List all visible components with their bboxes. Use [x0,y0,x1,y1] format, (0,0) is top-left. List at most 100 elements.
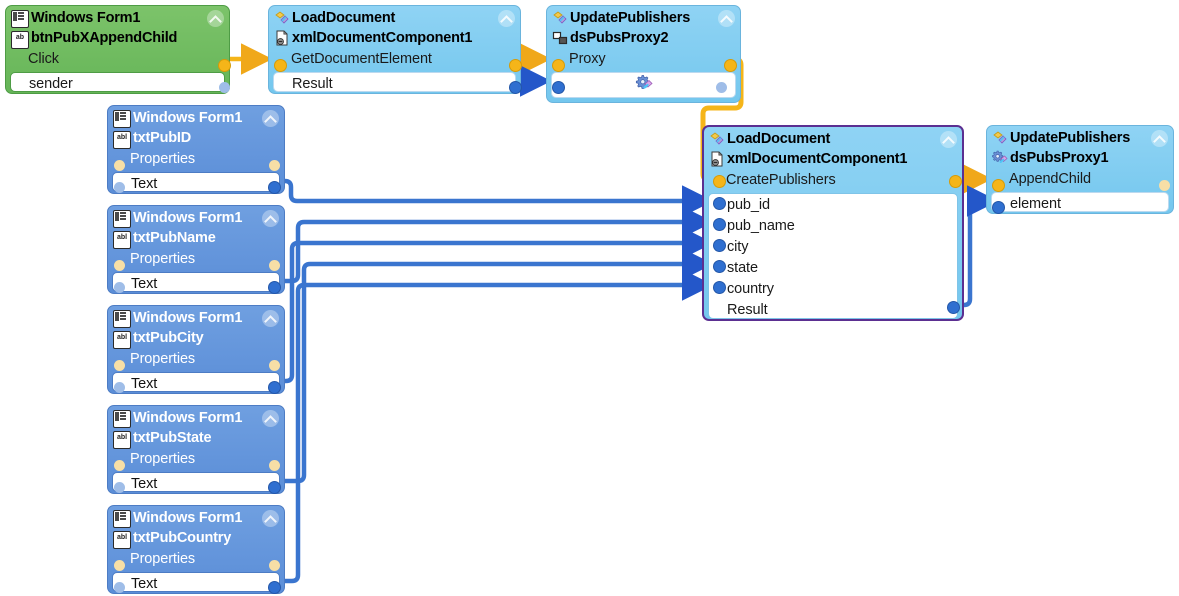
node-txt-pub-state[interactable]: Windows Form1 abl txtPubState Properties… [107,405,285,494]
event-out-port-properties[interactable] [269,360,280,371]
node-event-row[interactable]: Properties [108,448,284,469]
node-event-row[interactable]: CreatePublishers [704,169,962,190]
node-event-label: CreatePublishers [726,171,836,188]
member-row-text[interactable]: Text [113,473,279,493]
member-row-pub-id[interactable]: pub_id [709,194,957,215]
event-out-port-getdocumentelement[interactable] [510,60,521,71]
event-in-port-properties[interactable] [114,360,125,371]
collapse-chevron-icon[interactable] [498,10,515,27]
data-out-port-result[interactable] [510,82,521,93]
event-in-port-properties[interactable] [114,560,125,571]
member-row-text[interactable]: Text [113,573,279,593]
data-out-port-text[interactable] [269,382,280,393]
data-out-port-sender[interactable] [219,82,230,93]
event-in-port-createpublishers[interactable] [714,176,725,187]
collapse-chevron-icon[interactable] [262,210,279,227]
event-out-port-properties[interactable] [269,460,280,471]
data-in-port-text[interactable] [114,382,125,393]
collapse-chevron-icon[interactable] [262,510,279,527]
member-label: pub_name [727,217,795,234]
data-in-port-state[interactable] [714,261,725,272]
node-btn-pub-x-append-child[interactable]: Windows Form1 ab btnPubXAppendChild Clic… [5,5,230,94]
member-row-country[interactable]: country [709,278,957,299]
event-in-port-properties[interactable] [114,460,125,471]
member-row-state[interactable]: state [709,257,957,278]
member-row-element[interactable]: element [992,193,1168,213]
node-event-label: Properties [130,550,196,567]
member-label: Text [131,175,158,192]
event-in-port-proxy[interactable] [553,60,564,71]
data-in-port-proxy[interactable] [553,82,564,93]
data-in-port-text[interactable] [114,182,125,193]
node-txt-pub-id[interactable]: Windows Form1 abl txtPubID Properties Te… [107,105,285,194]
event-out-port-properties[interactable] [269,160,280,171]
collapse-chevron-icon[interactable] [207,10,224,27]
member-row-city[interactable]: city [709,236,957,257]
event-in-port-getdocumentelement[interactable] [275,60,286,71]
node-name-label: txtPubCity [133,330,204,346]
data-in-port-element[interactable] [993,202,1004,213]
node-event-label: GetDocumentElement [291,50,432,67]
data-in-port-country[interactable] [714,282,725,293]
collapse-chevron-icon[interactable] [262,110,279,127]
node-update-publishers-ds-pubs-proxy2[interactable]: UpdatePublishers dsPubsProxy2 Proxy [546,5,741,103]
data-out-port-text[interactable] [269,182,280,193]
event-in-port-properties[interactable] [114,260,125,271]
node-event-row[interactable]: GetDocumentElement [269,48,520,69]
data-out-port-text[interactable] [269,282,280,293]
node-owner-row: Windows Form1 [108,108,284,128]
member-row-text[interactable]: Text [113,173,279,193]
textbox-abl-icon: abl [113,431,131,449]
event-out-port-appendchild[interactable] [1159,180,1170,191]
node-event-row[interactable]: Properties [108,248,284,269]
node-name-row: dsPubsProxy1 [987,148,1173,168]
event-out-port-properties[interactable] [269,560,280,571]
data-in-port-text[interactable] [114,582,125,593]
data-in-port-pub-name[interactable] [714,219,725,230]
event-out-port-properties[interactable] [269,260,280,271]
node-event-label: Properties [130,250,196,267]
collapse-chevron-icon[interactable] [718,10,735,27]
node-event-row[interactable]: Click [6,48,229,69]
event-out-port-click[interactable] [219,60,230,71]
node-txt-pub-name[interactable]: Windows Form1 abl txtPubName Properties … [107,205,285,294]
data-out-port-text[interactable] [269,482,280,493]
collapse-chevron-icon[interactable] [262,410,279,427]
member-row-result[interactable]: Result [709,299,957,319]
node-name-label: txtPubState [133,430,212,446]
node-txt-pub-country[interactable]: Windows Form1 abl txtPubCountry Properti… [107,505,285,594]
member-row-pub-name[interactable]: pub_name [709,215,957,236]
event-out-port-proxy[interactable] [725,60,736,71]
collapse-chevron-icon[interactable] [940,131,957,148]
node-update-publishers-ds-pubs-proxy1[interactable]: UpdatePublishers dsPubsProxy1 Append [986,125,1174,214]
member-row-sender[interactable]: sender [11,73,224,93]
data-out-port-proxy[interactable] [716,82,727,93]
event-out-port-createpublishers[interactable] [950,176,961,187]
event-in-port-appendchild[interactable] [993,180,1004,191]
node-load-document-get-document-element[interactable]: LoadDocument xmlDocumentComponent1 G [268,5,521,94]
node-event-row[interactable]: Properties [108,148,284,169]
data-in-port-text[interactable] [114,282,125,293]
member-label: sender [29,75,73,92]
member-row-result[interactable]: Result [274,73,515,93]
member-row-text[interactable]: Text [113,273,279,293]
event-in-port-properties[interactable] [114,160,125,171]
member-row-text[interactable]: Text [113,373,279,393]
data-in-port-city[interactable] [714,240,725,251]
node-event-row[interactable]: Properties [108,548,284,569]
node-event-row[interactable]: Properties [108,348,284,369]
node-event-row[interactable]: Proxy [547,48,740,69]
member-label: Text [131,475,158,492]
member-row-component[interactable] [552,73,735,97]
collapse-chevron-icon[interactable] [262,310,279,327]
data-out-port-text[interactable] [269,582,280,593]
form-icon [113,410,131,428]
data-in-port-pub-id[interactable] [714,198,725,209]
node-txt-pub-city[interactable]: Windows Form1 abl txtPubCity Properties … [107,305,285,394]
data-out-port-result[interactable] [948,302,959,313]
node-event-row[interactable]: AppendChild [987,168,1173,189]
data-in-port-text[interactable] [114,482,125,493]
node-create-publishers[interactable]: LoadDocument xmlDocumentComponent1 C [702,125,964,321]
collapse-chevron-icon[interactable] [1151,130,1168,147]
